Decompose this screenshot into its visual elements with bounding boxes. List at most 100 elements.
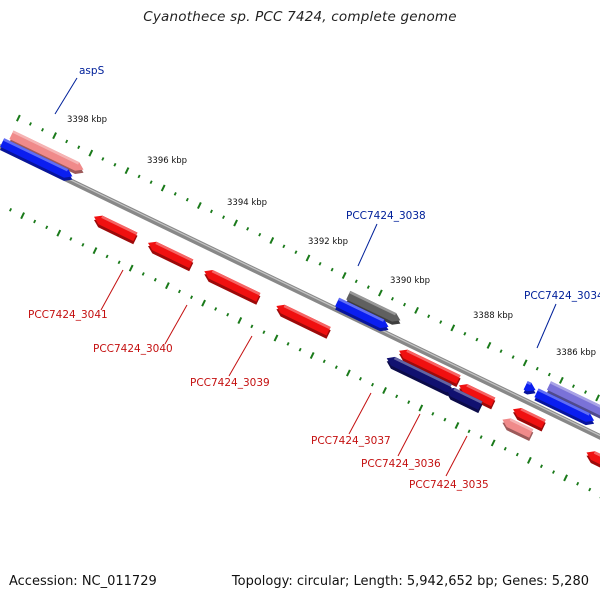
gene-label[interactable]: PCC7424_3034 [524,290,600,302]
scale-tick-inner [454,421,460,429]
scale-tick-outer [378,289,383,297]
scale-tick-inner [515,452,519,457]
scale-tick-outer [305,254,311,262]
scale-tick-inner [395,394,399,399]
feature-pcc7424-3040[interactable] [148,241,194,269]
scale-tick-outer [547,372,551,377]
feature-pcc7424-3035-highlight [509,418,534,432]
scale-tick-inner [250,324,254,329]
scale-tick-inner [45,225,49,230]
scale-tick-inner [527,456,532,464]
gene-label[interactable]: PCC7424_3035 [409,479,489,491]
scale-tick-outer [160,184,166,192]
scale-tick-inner [588,487,592,492]
feature-pcc7424-3039-a-highlight [211,270,261,296]
scale-label: 3388 kbp [473,311,513,321]
feature-pcc7424-3036-red[interactable] [459,384,496,407]
scale-tick-inner [92,247,98,255]
scale-tick-inner [56,229,62,237]
scale-tick-outer [258,232,262,237]
feature-pcc7424-3034-small[interactable] [523,381,536,392]
feature-pcc7424-3036-red-highlight [466,384,496,400]
feature-pcc7424-3041[interactable] [94,215,138,242]
scale-tick-inner [190,295,194,300]
accession-text: Accession: NC_011729 [9,574,157,589]
feature-pcc7424-3037-red[interactable] [399,349,461,384]
scale-tick-inner [479,435,483,439]
scale-tick-outer [282,244,286,249]
gene-label-connector [397,413,421,457]
scale-tick-outer [390,296,394,301]
scale-tick-inner [443,417,447,422]
scale-tick-outer [499,349,503,354]
gene-label[interactable]: PCC7424_3038 [346,210,426,222]
feature-asps-gray-highlight [12,130,80,165]
scale-tick-inner [467,429,471,434]
scale-tick-inner [177,289,181,294]
gene-label[interactable]: PCC7424_3039 [190,377,270,389]
gene-label-connector [357,223,378,267]
scale-tick-inner [309,352,315,360]
scale-tick-outer [28,122,32,126]
genome-backbone [0,143,600,440]
scale-tick-inner [141,272,145,276]
gene-label[interactable]: PCC7424_3041 [28,309,108,321]
feature-pcc7424-3036-highlight [453,387,483,404]
feature-pcc7424-3038[interactable] [335,297,389,329]
feature-pcc7424-3034-small-highlight [526,381,532,386]
feature-pcc7424-3037-red-highlight [406,349,461,378]
scale-tick-outer [366,285,370,289]
scale-tick-inner [298,347,302,352]
scale-tick-inner [165,282,170,290]
scale-tick-outer [124,167,130,175]
feature-pcc7424-3037[interactable] [386,356,452,393]
scale-tick-inner [201,299,206,307]
feature-pcc7424-3034-light[interactable] [546,381,600,416]
scale-tick-outer [354,279,358,284]
gene-label-connector [100,269,124,311]
feature-asps-gray[interactable] [9,130,84,171]
gene-label[interactable]: PCC7424_3040 [93,343,173,355]
feature-pcc7424-3039[interactable] [276,304,331,336]
scale-tick-outer [101,157,105,161]
gene-label[interactable]: PCC7424_3036 [361,458,441,470]
scale-tick-inner [563,474,568,482]
scale-tick-outer [535,366,539,371]
feature-pcc7424-3034[interactable] [534,388,595,422]
gene-label[interactable]: aspS [79,65,105,77]
scale-tick-inner [322,359,326,364]
feature-pcc7424-3035-red[interactable] [513,408,546,429]
scale-tick-outer [209,209,213,214]
scale-tick-inner [273,334,279,342]
gene-label-connector [536,303,557,349]
scale-tick-outer [149,180,153,185]
scale-tick-outer [269,237,275,245]
gene-label-connector [445,435,468,477]
feature-pcc7424-3038-gray[interactable] [346,290,401,322]
scale-tick-outer [294,250,298,254]
gene-label[interactable]: PCC7424_3037 [311,435,391,447]
gene-label-connector [54,77,78,115]
scale-tick-outer [511,355,515,359]
scale-tick-outer [113,162,117,167]
feature-pcc7424-3035-red-highlight [520,408,546,423]
scale-tick-inner [81,242,85,247]
scale-tick-inner [9,207,13,212]
genome-summary-text: Topology: circular; Length: 5,942,652 bp… [231,574,589,589]
scale-tick-inner [334,365,338,370]
feature-asps-highlight [3,138,69,172]
scale-tick-outer [439,320,443,324]
scale-tick-inner [371,382,375,387]
feature-pcc7424-3039-a[interactable] [204,270,261,302]
scale-tick-inner [105,254,109,259]
scale-tick-outer [463,331,467,336]
scale-tick-outer [450,324,456,332]
scale-label: 3392 kbp [308,237,348,247]
scale-tick-outer [571,384,575,389]
feature-pcc7424-3035[interactable] [502,418,534,438]
feature-pcc7424-3037-highlight [393,356,452,387]
feature-asps[interactable] [0,138,73,178]
scale-tick-outer [173,192,177,196]
feature-pcc7424-3036[interactable] [446,387,483,410]
